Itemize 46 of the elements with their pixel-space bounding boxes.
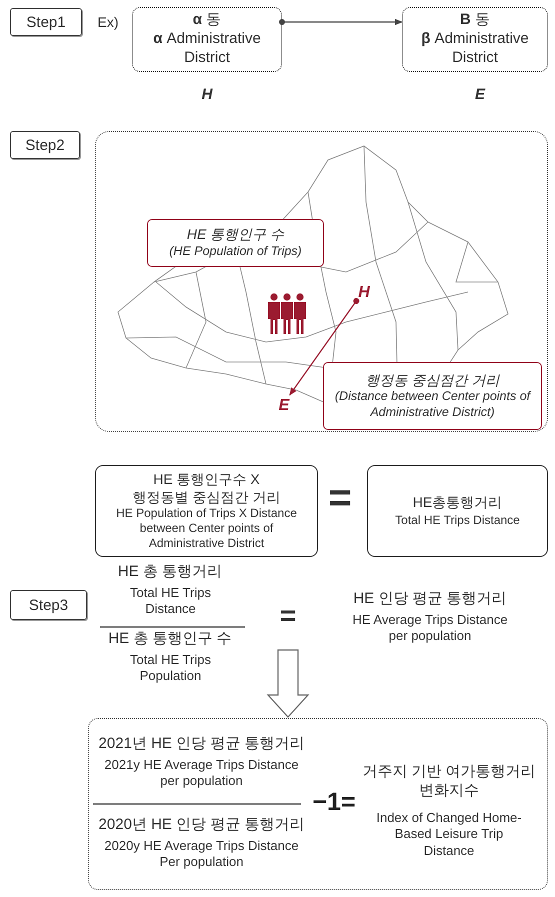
box-text: α Administrative District <box>152 30 262 68</box>
minus-one-equals: −1= <box>311 787 357 818</box>
formula-text: Total HE Trips Distance <box>129 585 212 618</box>
box-text: 2020y HE Average Trips Distance Per population <box>103 838 300 870</box>
point-label: E <box>474 86 486 105</box>
formula-text: HE Average Trips Distance per population <box>351 612 509 644</box>
result-panel <box>88 718 548 890</box>
callout-box <box>323 362 542 430</box>
block-arrow <box>266 649 310 718</box>
box-text: 행정동 중심점간 거리 <box>364 372 501 390</box>
box-text: 2021년 HE 인당 평균 통행거리 <box>98 735 306 754</box>
formula-text: HE 인당 평균 통행거리 <box>352 590 508 609</box>
formula-box <box>95 465 318 557</box>
step-tag: Step3 <box>10 590 87 620</box>
box-text: (Distance between Center points of Administrative District) <box>334 389 532 420</box>
box-text: 2021y HE Average Trips Distance per population <box>103 757 300 790</box>
step-tag: Step2 <box>10 131 80 159</box>
box-text: Index of Changed Home-Based Leisure Trip Distance <box>375 810 523 859</box>
map-panel <box>95 131 548 432</box>
box-text: 거주지 기반 여가통행거리 변화지수 <box>361 763 537 800</box>
box-text: HE 통행인구 수 <box>186 226 286 244</box>
equals-sign: = <box>278 602 298 630</box>
box-text: β Administrative District <box>420 30 530 68</box>
step-tag: Step1 <box>10 8 82 36</box>
district-box <box>132 7 282 72</box>
example-label: Ex) <box>96 14 120 32</box>
district-box <box>402 7 548 72</box>
point-label: H <box>357 283 371 302</box>
arrow <box>279 18 403 26</box>
box-text: (HE Population of Trips) <box>168 244 303 260</box>
formula-text: HE 총 통행인구 수 <box>107 630 233 649</box>
box-text: HE Population of Trips X Distance between Center points of Administrative District <box>115 506 298 551</box>
formula-text: Total HE Trips Population <box>129 652 212 684</box>
arrow <box>289 298 360 396</box>
box-text: HE총통행거리 <box>412 494 504 512</box>
equals-sign: = <box>327 478 353 518</box>
formula-text: HE 총 통행거리 <box>116 563 224 582</box>
point-label: H <box>200 86 214 105</box>
box-text: Total HE Trips Distance <box>394 513 521 528</box>
box-text: 2020년 HE 인당 평균 통행거리 <box>98 816 306 835</box>
point-label: E <box>277 396 291 415</box>
box-text: B 동 <box>458 11 491 30</box>
callout-box <box>147 219 324 267</box>
formula-box <box>367 465 548 557</box>
box-text: α 동 <box>192 11 222 30</box>
box-text: HE 통행인구수 X 행정동별 중심점간 거리 <box>132 471 282 506</box>
